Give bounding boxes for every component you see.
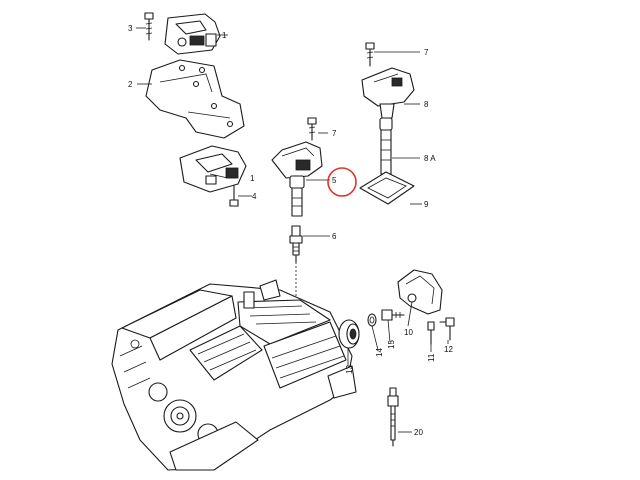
callout-1-lower: 1 xyxy=(250,174,255,183)
ignition-coil-8 xyxy=(361,67,415,119)
control-module-assembly xyxy=(136,12,252,207)
ignition-coil-5 xyxy=(271,141,323,217)
sensor-13 xyxy=(338,319,360,349)
callout-9: 9 xyxy=(424,200,429,209)
callout-5: 5 xyxy=(332,176,337,185)
callout-2: 2 xyxy=(128,80,133,89)
screw-7-center xyxy=(307,117,317,141)
screw-12 xyxy=(439,317,455,341)
screw-4 xyxy=(229,185,239,207)
callout-14: 14 xyxy=(375,348,384,357)
engine-block xyxy=(111,279,357,471)
callout-11: 11 xyxy=(427,353,436,362)
screw-3 xyxy=(144,12,154,41)
callout-13: 13 xyxy=(345,365,354,374)
callout-labels: 3 1 2 1 4 7 5 6 7 8 8 A 9 10 11 12 13 14… xyxy=(128,24,453,437)
spark-plug-6 xyxy=(289,225,303,263)
callout-3: 3 xyxy=(128,24,133,33)
highlight-circle-part-5 xyxy=(327,167,357,197)
cover-10 xyxy=(397,269,443,315)
bolt-15 xyxy=(381,309,405,321)
callout-4: 4 xyxy=(252,192,257,201)
callout-6: 6 xyxy=(332,232,337,241)
callout-20: 20 xyxy=(414,428,423,437)
screw-7-right xyxy=(365,42,375,67)
ring-14 xyxy=(367,313,377,327)
sensor-parts xyxy=(338,269,455,447)
callout-15: 15 xyxy=(387,340,396,349)
bolt-11 xyxy=(427,321,435,345)
coil-assembly-center xyxy=(271,117,330,302)
coil-assembly-right xyxy=(359,42,422,205)
ignition-module-upper xyxy=(164,13,221,55)
gasket-9 xyxy=(359,171,415,205)
glow-plug-20 xyxy=(387,387,399,447)
callout-1-upper: 1 xyxy=(222,31,227,40)
bracket-2 xyxy=(145,59,245,139)
callout-7-right: 7 xyxy=(424,48,429,57)
callout-12: 12 xyxy=(444,345,453,354)
callout-7-center: 7 xyxy=(332,129,337,138)
coil-boot-8a xyxy=(379,117,393,175)
callout-8: 8 xyxy=(424,100,429,109)
ignition-module-lower xyxy=(179,145,247,193)
callout-10: 10 xyxy=(404,328,413,337)
callout-8a: 8 A xyxy=(424,154,436,163)
